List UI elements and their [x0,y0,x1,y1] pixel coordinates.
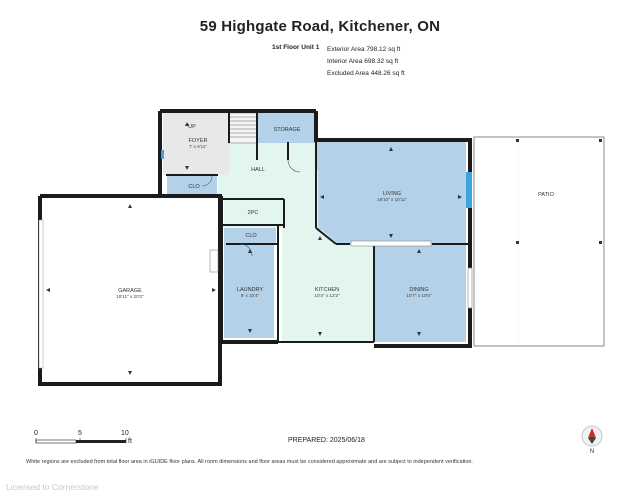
disclaimer-text: White regions are excluded from total fl… [26,459,473,465]
room-label-2pc: 2PC [248,210,259,216]
hall-lower [282,200,316,230]
room-dim-kitchen: 10'4" x 12'2" [314,293,340,298]
dining-area [374,244,466,342]
floor-label: 1st Floor Unit 1 [272,44,320,51]
room-label-clo-upper: CLO [188,184,200,190]
room-dim-dining: 10'7" x 10'0" [406,293,432,298]
license-watermark: Licensed to Cornerstone [6,482,99,492]
room-label-foyer: FOYER [189,138,208,144]
room-label-up: UP [188,124,196,130]
foyer-area [163,113,229,175]
scale-label-5: 5 [78,430,82,437]
hall-main [226,143,316,200]
room-dim-laundry: 9' x 10'4" [241,293,260,298]
room-label-living: LIVING [383,191,401,197]
stairs [228,112,258,144]
room-label-laundry: LAUNDRY [237,287,264,293]
kitchen-area [282,230,374,342]
room-label-hall: HALL [251,167,265,173]
interior-walls [166,111,470,343]
exterior-area: Exterior Area 798.12 sq ft [327,46,401,53]
page-title: 59 Highgate Road, Kitchener, ON [199,18,441,35]
garage-area [42,200,218,380]
room-label-dining: DINING [409,287,428,293]
scale-label-0: 0 [34,430,38,437]
compass-label: N [590,449,594,454]
clo-lower-area [224,226,276,244]
interior-area: Interior Area 698.32 sq ft [327,58,399,65]
storage-area [258,113,316,143]
area-summary: Exterior Area 798.12 sq ft Interior Area… [327,44,405,80]
room-label-patio: PATIO [538,192,554,198]
laundry-area [224,244,274,338]
clo-upper-area [167,176,217,194]
dimension-ticks [46,122,462,375]
door-swings [201,159,301,257]
patio-area [473,136,605,347]
prepared-date: PREPARED: 2025/06/18 [288,437,365,444]
scale-label-10: 10 [121,430,129,437]
excluded-area: Excluded Area 448.26 sq ft [327,70,405,77]
living-area [316,142,466,244]
room-label-garage: GARAGE [118,288,142,294]
compass-icon: N [581,425,603,454]
room-label-clo-lower: CLO [245,233,257,239]
room-label-kitchen: KITCHEN [315,287,339,293]
room-dim-living: 18'10" x 10'11" [377,197,407,202]
scale-unit: ft [128,438,132,445]
room-label-storage: STORAGE [274,127,301,133]
windows [38,150,473,369]
patio-posts [516,139,602,244]
scale-bar [35,438,127,444]
room-dim-foyer: 7' x 6'11" [189,144,207,149]
room-dim-garage: 19'11" x 20'2" [116,294,144,299]
